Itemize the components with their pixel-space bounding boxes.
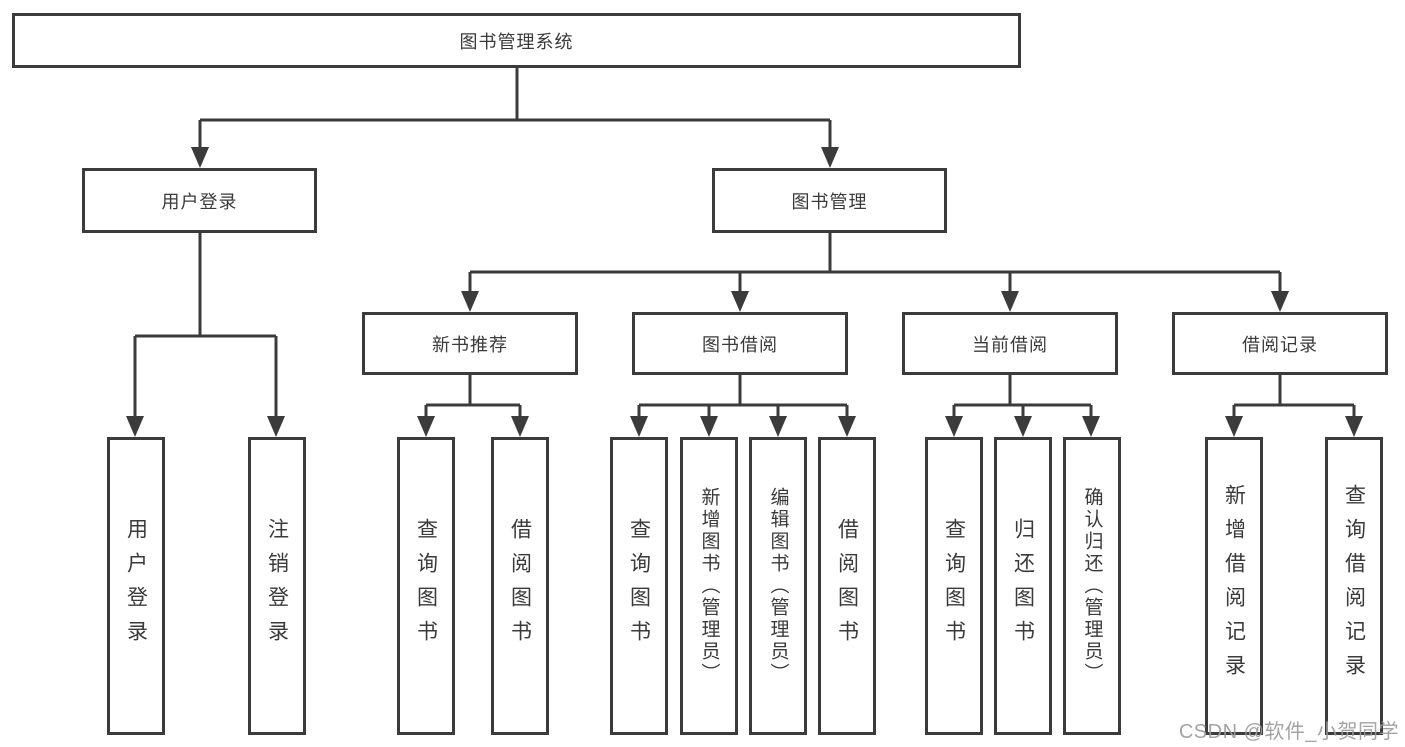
node-current-borrow: 当前借阅 <box>902 312 1118 375</box>
leaf-edit-books-admin: 编辑图书（管理员） <box>749 437 807 735</box>
leaf-query-books-borrow-label: 查询图书 <box>627 518 651 654</box>
leaf-query-books-recommend: 查询图书 <box>397 437 455 735</box>
node-current-borrow-label: 当前借阅 <box>972 334 1048 355</box>
watermark: CSDN @软件_小贺同学 <box>1178 721 1399 743</box>
node-root-system: 图书管理系统 <box>12 13 1021 68</box>
leaf-query-books-current-label: 查询图书 <box>942 518 966 654</box>
node-new-book-recommend-label: 新书推荐 <box>432 334 508 355</box>
leaf-borrow-books: 借阅图书 <box>818 437 876 735</box>
node-user-login-label: 用户登录 <box>161 191 238 212</box>
leaf-query-books-recommend-label: 查询图书 <box>414 518 438 654</box>
leaf-borrow-books-label: 借阅图书 <box>835 518 859 654</box>
node-new-book-recommend: 新书推荐 <box>362 312 578 375</box>
leaf-borrow-books-recommend: 借阅图书 <box>491 437 549 735</box>
leaf-add-books-admin-label: 新增图书（管理员） <box>698 487 720 685</box>
leaf-add-borrow-record: 新增借阅记录 <box>1205 437 1263 735</box>
leaf-user-login-label: 用户登录 <box>124 518 148 654</box>
leaf-query-books-current: 查询图书 <box>925 437 983 735</box>
leaf-add-books-admin: 新增图书（管理员） <box>680 437 738 735</box>
leaf-return-books: 归还图书 <box>994 437 1052 735</box>
leaf-add-borrow-record-label: 新增借阅记录 <box>1222 484 1246 688</box>
leaf-edit-books-admin-label: 编辑图书（管理员） <box>767 487 789 685</box>
leaf-confirm-return-admin-label: 确认归还（管理员） <box>1081 487 1103 685</box>
leaf-logout: 注销登录 <box>248 437 306 735</box>
node-book-management: 图书管理 <box>712 168 947 233</box>
leaf-user-login: 用户登录 <box>107 437 165 735</box>
node-root-label: 图书管理系统 <box>459 31 574 52</box>
leaf-query-borrow-record: 查询借阅记录 <box>1325 437 1383 735</box>
leaf-query-books-borrow: 查询图书 <box>610 437 668 735</box>
node-borrow-records: 借阅记录 <box>1172 312 1388 375</box>
leaf-borrow-books-recommend-label: 借阅图书 <box>508 518 532 654</box>
node-book-management-label: 图书管理 <box>791 191 868 212</box>
node-book-borrow-label: 图书借阅 <box>702 334 778 355</box>
node-borrow-records-label: 借阅记录 <box>1242 334 1318 355</box>
leaf-query-borrow-record-label: 查询借阅记录 <box>1342 484 1366 688</box>
leaf-logout-label: 注销登录 <box>265 518 289 654</box>
leaf-confirm-return-admin: 确认归还（管理员） <box>1063 437 1121 735</box>
node-book-borrow: 图书借阅 <box>632 312 848 375</box>
node-user-login: 用户登录 <box>82 168 317 233</box>
leaf-return-books-label: 归还图书 <box>1011 518 1035 654</box>
